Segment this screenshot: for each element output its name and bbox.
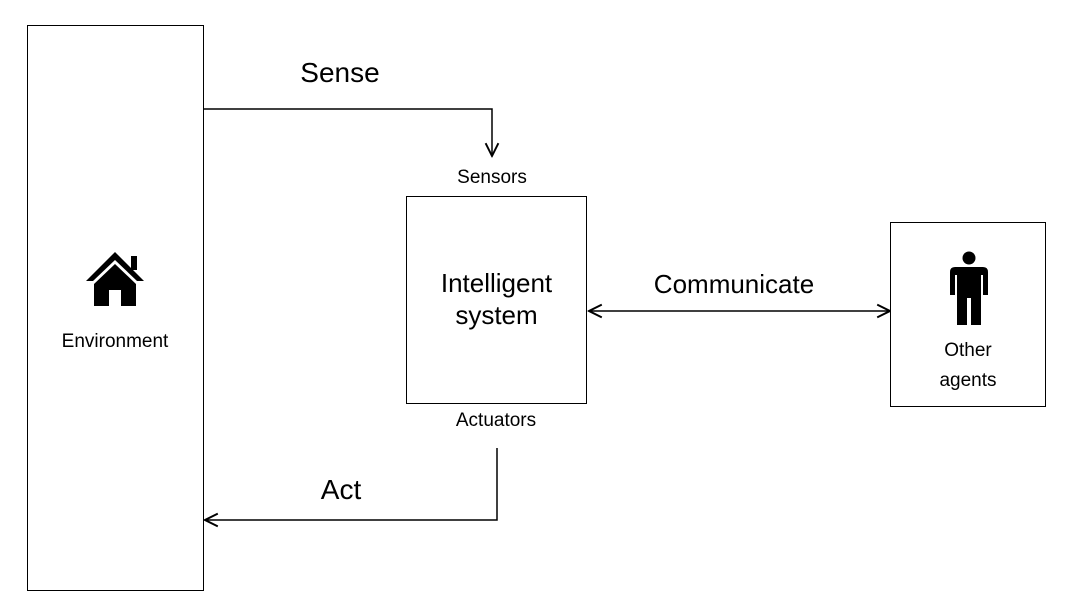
other-agents-label-line1: Other: [944, 340, 992, 361]
environment-box: [27, 25, 204, 591]
other-agents-label: Other agents: [891, 336, 1045, 396]
sensors-label: Sensors: [457, 167, 527, 188]
sense-label: Sense: [300, 57, 380, 88]
person-icon: [950, 251, 988, 325]
intelligent-system-box: Intelligent system: [406, 196, 587, 404]
act-arrow: [205, 448, 498, 520]
other-agents-label-line2: agents: [939, 370, 997, 391]
sense-arrow: [204, 108, 492, 156]
intelligent-system-label: Intelligent system: [407, 267, 586, 331]
other-agents-box: Other agents: [890, 222, 1046, 407]
environment-label: Environment: [61, 331, 169, 352]
communicate-label: Communicate: [653, 269, 815, 299]
intelligent-system-label-line1: Intelligent: [440, 268, 553, 298]
intelligent-system-label-line2: system: [455, 300, 538, 330]
actuators-label: Actuators: [455, 410, 537, 431]
house-icon: [86, 252, 144, 306]
act-label: Act: [320, 474, 362, 505]
